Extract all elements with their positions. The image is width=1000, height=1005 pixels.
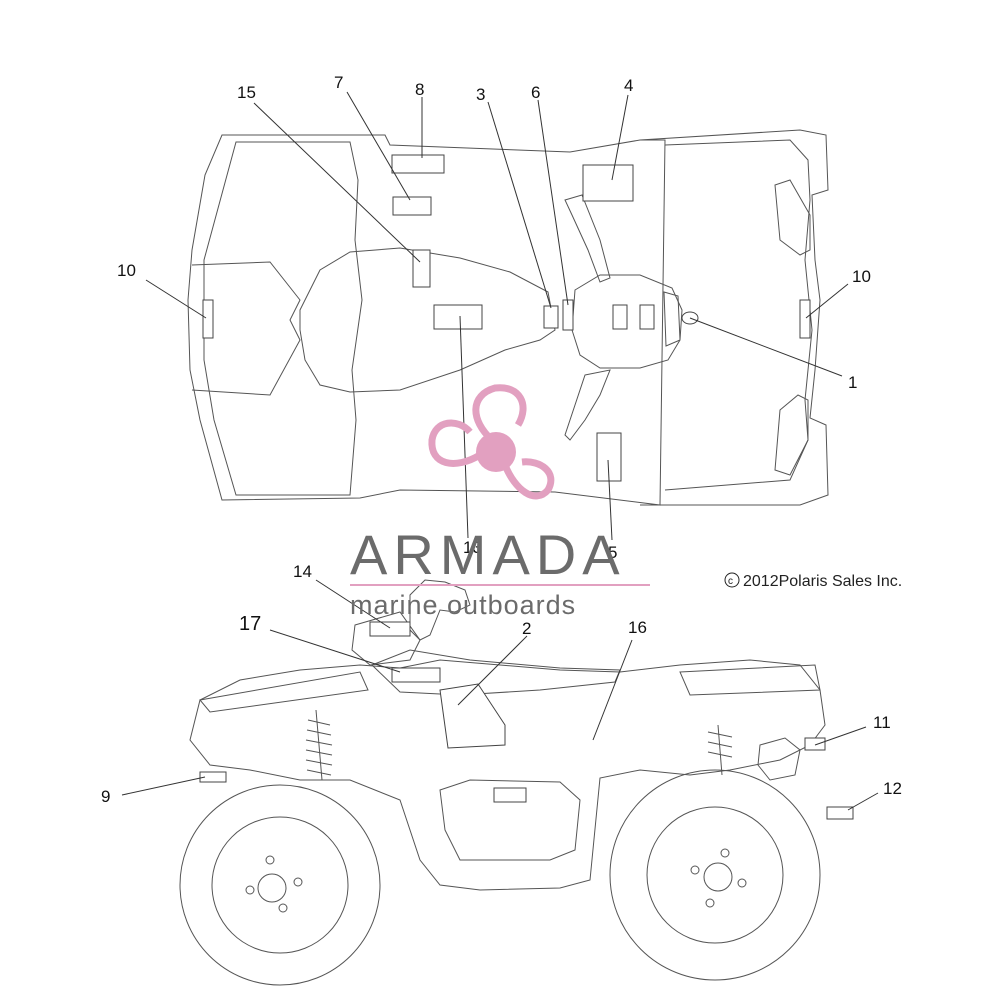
callout-5: 5 — [608, 543, 617, 562]
watermark-subtitle: marine outboards — [350, 590, 576, 620]
front-wheel — [609, 769, 821, 981]
copyright-notice: c 2012Polaris Sales Inc. — [724, 572, 902, 590]
callout-9: 9 — [101, 787, 110, 806]
side-body-outline — [189, 659, 826, 891]
callout-16: 16 — [628, 618, 647, 637]
footwell-decal — [493, 787, 527, 803]
copyright-text: 2012Polaris Sales Inc. — [743, 573, 902, 590]
front-shock — [707, 724, 733, 776]
seat-outline — [299, 247, 556, 393]
side-headlight — [351, 611, 421, 666]
callout-4: 4 — [624, 76, 633, 95]
copyright-circle-icon — [724, 572, 740, 588]
callout-13: 13 — [463, 538, 482, 557]
callout-11: 11 — [873, 713, 891, 732]
rear-fender-lip — [191, 261, 301, 396]
handlebar-right — [564, 369, 611, 441]
front-vent-bottom — [774, 394, 809, 476]
decal-3 — [543, 305, 559, 329]
callout-3: 3 — [476, 85, 485, 104]
callout-8: 8 — [415, 80, 424, 99]
side-handlebar — [409, 579, 471, 641]
atv-top-view — [187, 129, 829, 506]
decal-11 — [804, 737, 826, 751]
callout-17: 17 — [239, 613, 261, 635]
decal-17 — [391, 667, 441, 683]
decal-10-right — [799, 299, 811, 339]
armada-watermark: ARMADA marine outboards — [350, 384, 650, 620]
side-front-light — [757, 737, 801, 781]
callout-10-right: 10 — [852, 267, 871, 286]
dash-gauge-left — [612, 304, 628, 330]
propeller-icon — [428, 384, 555, 500]
side-front-rack — [679, 664, 821, 696]
dash-outline — [571, 274, 683, 369]
decal-7 — [392, 196, 432, 216]
callout-numbers: 1 2 3 4 5 6 7 8 9 10 10 11 12 13 14 15 1… — [101, 73, 902, 806]
headlight-pod — [663, 291, 681, 347]
callout-12: 12 — [883, 779, 902, 798]
decal-14 — [369, 621, 411, 637]
decal-6 — [562, 299, 574, 331]
decal-10-left — [202, 299, 214, 339]
callout-2: 2 — [522, 619, 531, 638]
decal-4 — [582, 164, 634, 202]
side-rear-rack — [199, 671, 369, 713]
callout-1: 1 — [848, 373, 857, 392]
rear-shock — [305, 709, 333, 781]
copyright-symbol: c — [728, 576, 733, 587]
callout-10-left: 10 — [117, 261, 136, 280]
side-footwell — [439, 779, 581, 861]
dash-gauge-right — [639, 304, 655, 330]
front-vent-top — [774, 179, 811, 256]
rear-wheel — [179, 784, 381, 986]
callout-15: 15 — [237, 83, 256, 102]
decal-2 — [439, 683, 506, 749]
callout-7: 7 — [334, 73, 343, 92]
decal-9 — [199, 771, 227, 783]
decal-8 — [391, 154, 445, 174]
decal-13 — [433, 304, 483, 330]
callout-14: 14 — [293, 562, 312, 581]
rear-fender-inner — [203, 141, 363, 496]
rear-fender-outline — [187, 134, 666, 506]
callout-6: 6 — [531, 83, 540, 102]
decal-12 — [826, 806, 854, 820]
decal-15 — [412, 249, 431, 288]
front-fender-outline — [639, 129, 829, 506]
atv-side-view — [179, 579, 854, 986]
watermark-title: ARMADA — [350, 523, 626, 586]
front-fender-inner — [664, 139, 813, 491]
handlebar-left — [564, 194, 611, 283]
